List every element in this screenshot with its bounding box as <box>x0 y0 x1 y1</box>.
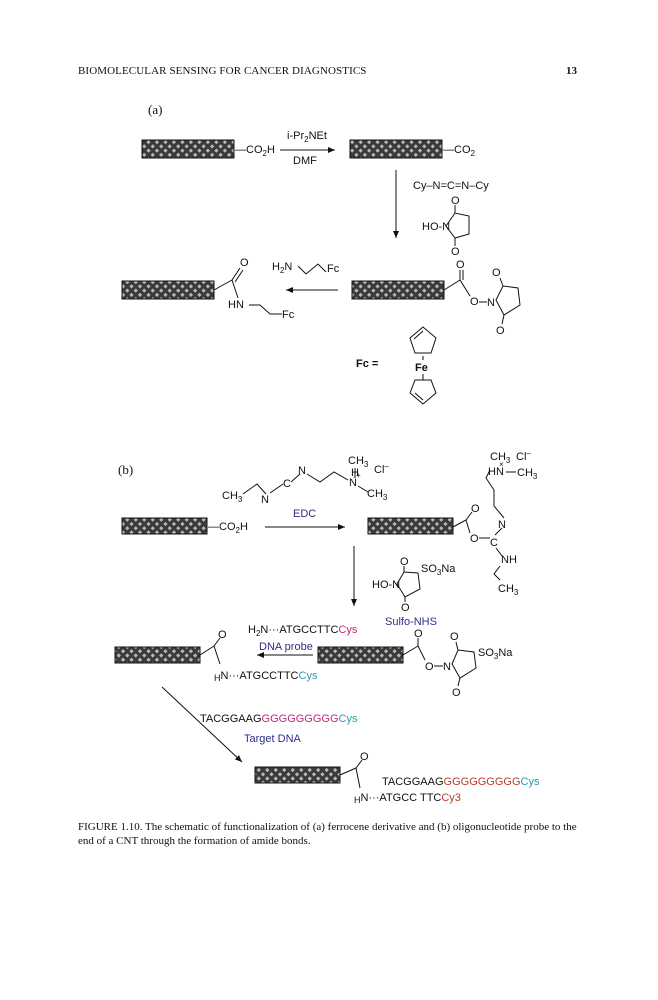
svg-text:N: N <box>496 466 504 478</box>
svg-text:HO-N: HO-N <box>372 579 400 591</box>
svg-text:C: C <box>490 537 498 549</box>
svg-text:O: O <box>492 267 501 279</box>
svg-text:N: N <box>498 519 506 531</box>
reagent-fc-label: Fc <box>327 263 340 275</box>
svg-text:O: O <box>451 195 460 207</box>
svg-text:N: N <box>487 297 495 309</box>
svg-text:Cl–: Cl– <box>374 462 389 476</box>
svg-text:O: O <box>450 631 459 643</box>
svg-text:Fe: Fe <box>415 362 428 374</box>
edc-structure: CH3 N C N N + H CH3 Cl– CH3 <box>222 455 389 506</box>
reagent-aminoethylferrocene: H2N <box>272 261 292 275</box>
sulfo-nhs-structure: HO-N O O SO3Na <box>372 556 456 614</box>
cnt-carboxylate-label: —CO2 <box>443 144 476 158</box>
nanotube-sulfo-nhs-ester <box>317 646 404 664</box>
probe-amine-reagent: H2N···ATGCCTTCCys <box>248 624 358 638</box>
nanotube-acylisourea <box>367 517 454 535</box>
svg-text:×: × <box>499 460 504 469</box>
reaction-arrow-b4 <box>161 686 243 763</box>
target-dna-label: Target DNA <box>244 733 302 745</box>
nanotube-hybridized <box>254 766 341 784</box>
svg-text:N: N <box>349 477 357 489</box>
svg-text:O: O <box>414 628 423 640</box>
ferrocene-amide-group: O HN Fc <box>213 257 295 321</box>
reagent-edc: EDC <box>293 508 316 520</box>
svg-text:CH3: CH3 <box>498 583 519 597</box>
svg-text:CH3: CH3 <box>348 455 369 469</box>
final-top-strand: TACGGAAGGGGGGGGGGCys <box>382 776 540 788</box>
sulfo-nhs-label: Sulfo-NHS <box>385 616 437 628</box>
reagent-dcc: Cy–N=C=N–Cy <box>413 180 489 192</box>
ferrocene-structure: Fe <box>409 326 437 405</box>
panel-label-b: (b) <box>118 462 133 477</box>
svg-text:N: N <box>261 494 269 506</box>
o-acylisourea-group: O O C N H N × CH3 CH3 Cl– NH CH3 <box>452 449 538 597</box>
nanotube-start-a <box>141 139 235 159</box>
running-header: BIOMOLECULAR SENSING FOR CANCER DIAGNOST… <box>78 65 367 77</box>
svg-text:HO-N: HO-N <box>422 221 450 233</box>
cnt-carboxylic-acid-label-b: —CO2H <box>208 521 248 535</box>
nanotube-probe <box>114 646 201 664</box>
svg-text:H: H <box>488 466 496 478</box>
ferrocene-definition-label: Fc = <box>356 358 378 370</box>
svg-text:O: O <box>240 257 249 269</box>
cnt-carboxylic-acid-label: —CO2H <box>235 144 275 158</box>
svg-text:O: O <box>471 503 480 515</box>
svg-text:HN···ATGCCTTCCys: HN···ATGCCTTCCys <box>214 670 318 683</box>
nanotube-start-b <box>121 517 208 535</box>
svg-text:SO3Na: SO3Na <box>421 563 456 577</box>
svg-text:CH3: CH3 <box>490 451 511 465</box>
nanotube-ferrocene-amide <box>121 280 215 300</box>
svg-text:NH: NH <box>501 554 517 566</box>
ethyl-chain-reagent <box>297 263 327 275</box>
probe-amide-group: O HN···ATGCCTTCCys <box>199 629 318 683</box>
nanotube-carboxylate-a <box>349 139 443 159</box>
page-number: 13 <box>566 65 577 77</box>
svg-text:O: O <box>218 629 227 641</box>
svg-text:O: O <box>425 661 434 673</box>
panel-label-a: (a) <box>148 102 162 117</box>
target-sequence: TACGGAAGGGGGGGGGGCys <box>200 713 358 725</box>
solvent-dmf: DMF <box>293 155 317 167</box>
svg-text:HN: HN <box>228 299 244 311</box>
dna-probe-label: DNA probe <box>259 641 313 653</box>
svg-text:SO3Na: SO3Na <box>478 647 513 661</box>
nhs-structure: HO-N O O <box>422 195 470 258</box>
svg-text:O: O <box>401 602 410 614</box>
svg-text:CH3: CH3 <box>367 488 388 502</box>
figure-caption: FIGURE 1.10. The schematic of functional… <box>78 821 577 847</box>
svg-text:N: N <box>298 465 306 477</box>
svg-text:CH3: CH3 <box>517 467 538 481</box>
svg-text:+: + <box>356 471 361 480</box>
nhs-ester-group: O O N O O <box>443 259 521 337</box>
svg-text:O: O <box>360 751 369 763</box>
reagent-ipr2net: i-Pr2NEt <box>287 130 327 144</box>
svg-text:O: O <box>451 246 460 258</box>
svg-text:O: O <box>470 533 479 545</box>
svg-text:O: O <box>496 325 505 337</box>
svg-text:C: C <box>283 478 291 490</box>
svg-text:CH3: CH3 <box>222 490 243 504</box>
sulfo-nhs-ester-group: O O N O O SO3Na <box>402 628 513 699</box>
svg-text:O: O <box>452 687 461 699</box>
svg-text:O: O <box>400 556 409 568</box>
hybridized-amide-group: O TACGGAAGGGGGGGGGGCys HN···ATGCC TTCCy3 <box>339 751 540 805</box>
svg-text:Fc: Fc <box>282 309 295 321</box>
final-bottom-strand: HN···ATGCC TTCCy3 <box>354 792 461 805</box>
svg-text:N: N <box>443 661 451 673</box>
svg-text:O: O <box>456 259 465 271</box>
svg-text:Cl–: Cl– <box>516 449 531 463</box>
nanotube-nhs-ester <box>351 280 445 300</box>
svg-text:O: O <box>470 296 479 308</box>
